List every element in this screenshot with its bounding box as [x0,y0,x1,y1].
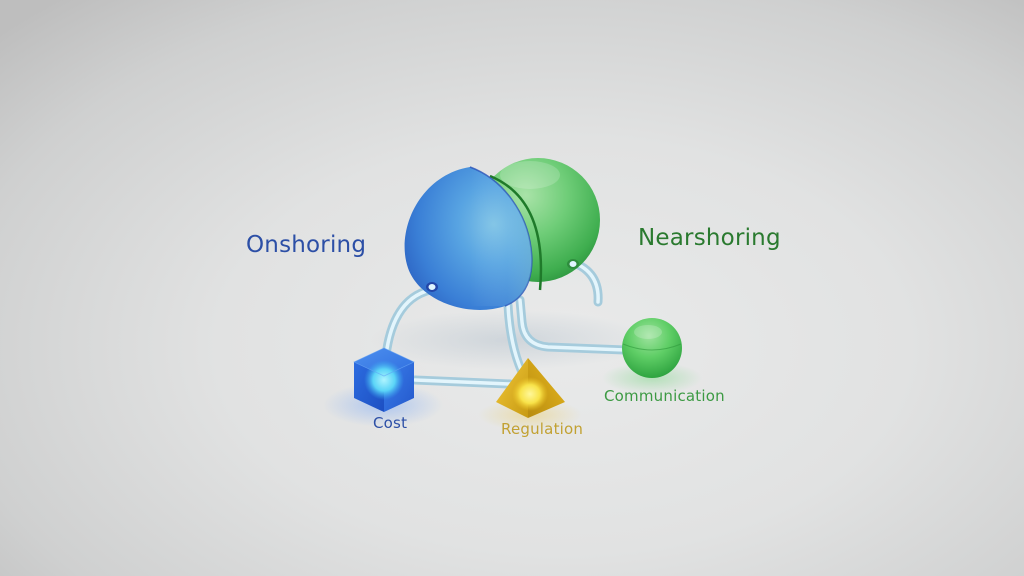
regulation-label: Regulation [501,420,584,438]
edge-onshoring-regulation [503,300,527,377]
communication-label: Communication [604,387,725,405]
cost-cube[interactable] [353,347,415,412]
cost-label: Cost [373,414,408,432]
edge-nearshoring-communication [515,295,630,355]
communication-sphere[interactable] [622,318,682,378]
onshoring-sphere[interactable] [404,166,533,310]
onshoring-label: Onshoring [246,232,367,258]
edge-cost-regulation [410,375,515,389]
regulation-pyramid[interactable] [496,358,565,418]
nearshoring-label: Nearshoring [638,225,781,251]
